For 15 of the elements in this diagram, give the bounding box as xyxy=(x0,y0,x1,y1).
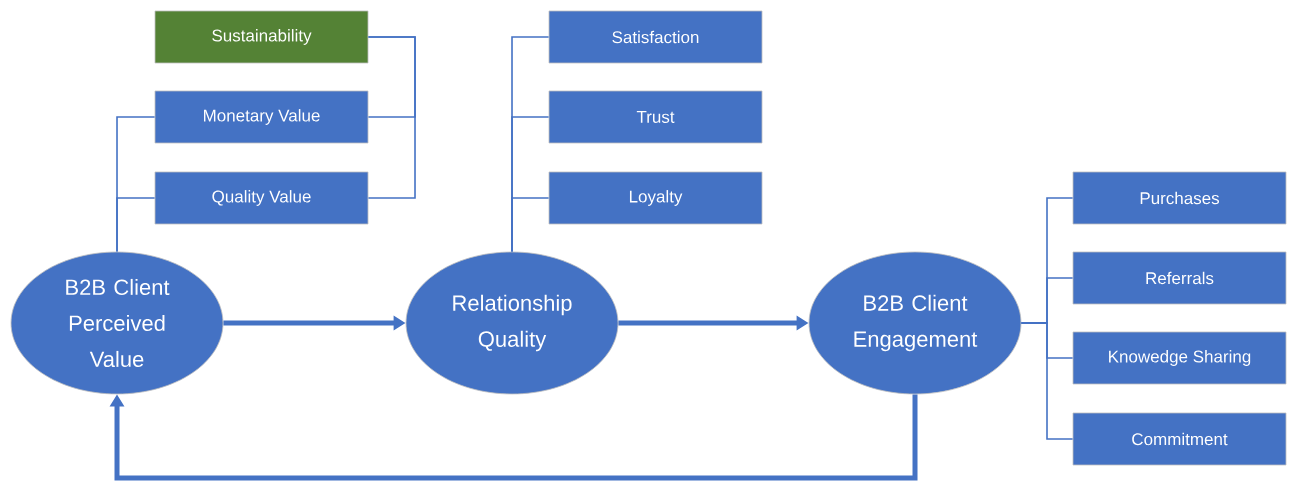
factor-box: Trust xyxy=(548,90,763,144)
factor-box: Quality Value xyxy=(154,171,369,225)
factor-box: Commitment xyxy=(1072,412,1287,466)
factor-box: Purchases xyxy=(1072,171,1287,225)
connector-line xyxy=(511,197,550,253)
factor-box: Satisfaction xyxy=(548,10,763,64)
factor-box: Monetary Value xyxy=(154,90,369,144)
connector-line xyxy=(116,197,156,253)
factor-box: Knowedge Sharing xyxy=(1072,331,1287,385)
connector-line xyxy=(367,36,416,199)
factor-box: Sustainability xyxy=(154,10,369,64)
connector-line xyxy=(1020,322,1074,440)
factor-box: Referrals xyxy=(1072,251,1287,305)
arrow xyxy=(109,394,918,481)
factor-box: Loyalty xyxy=(548,171,763,225)
